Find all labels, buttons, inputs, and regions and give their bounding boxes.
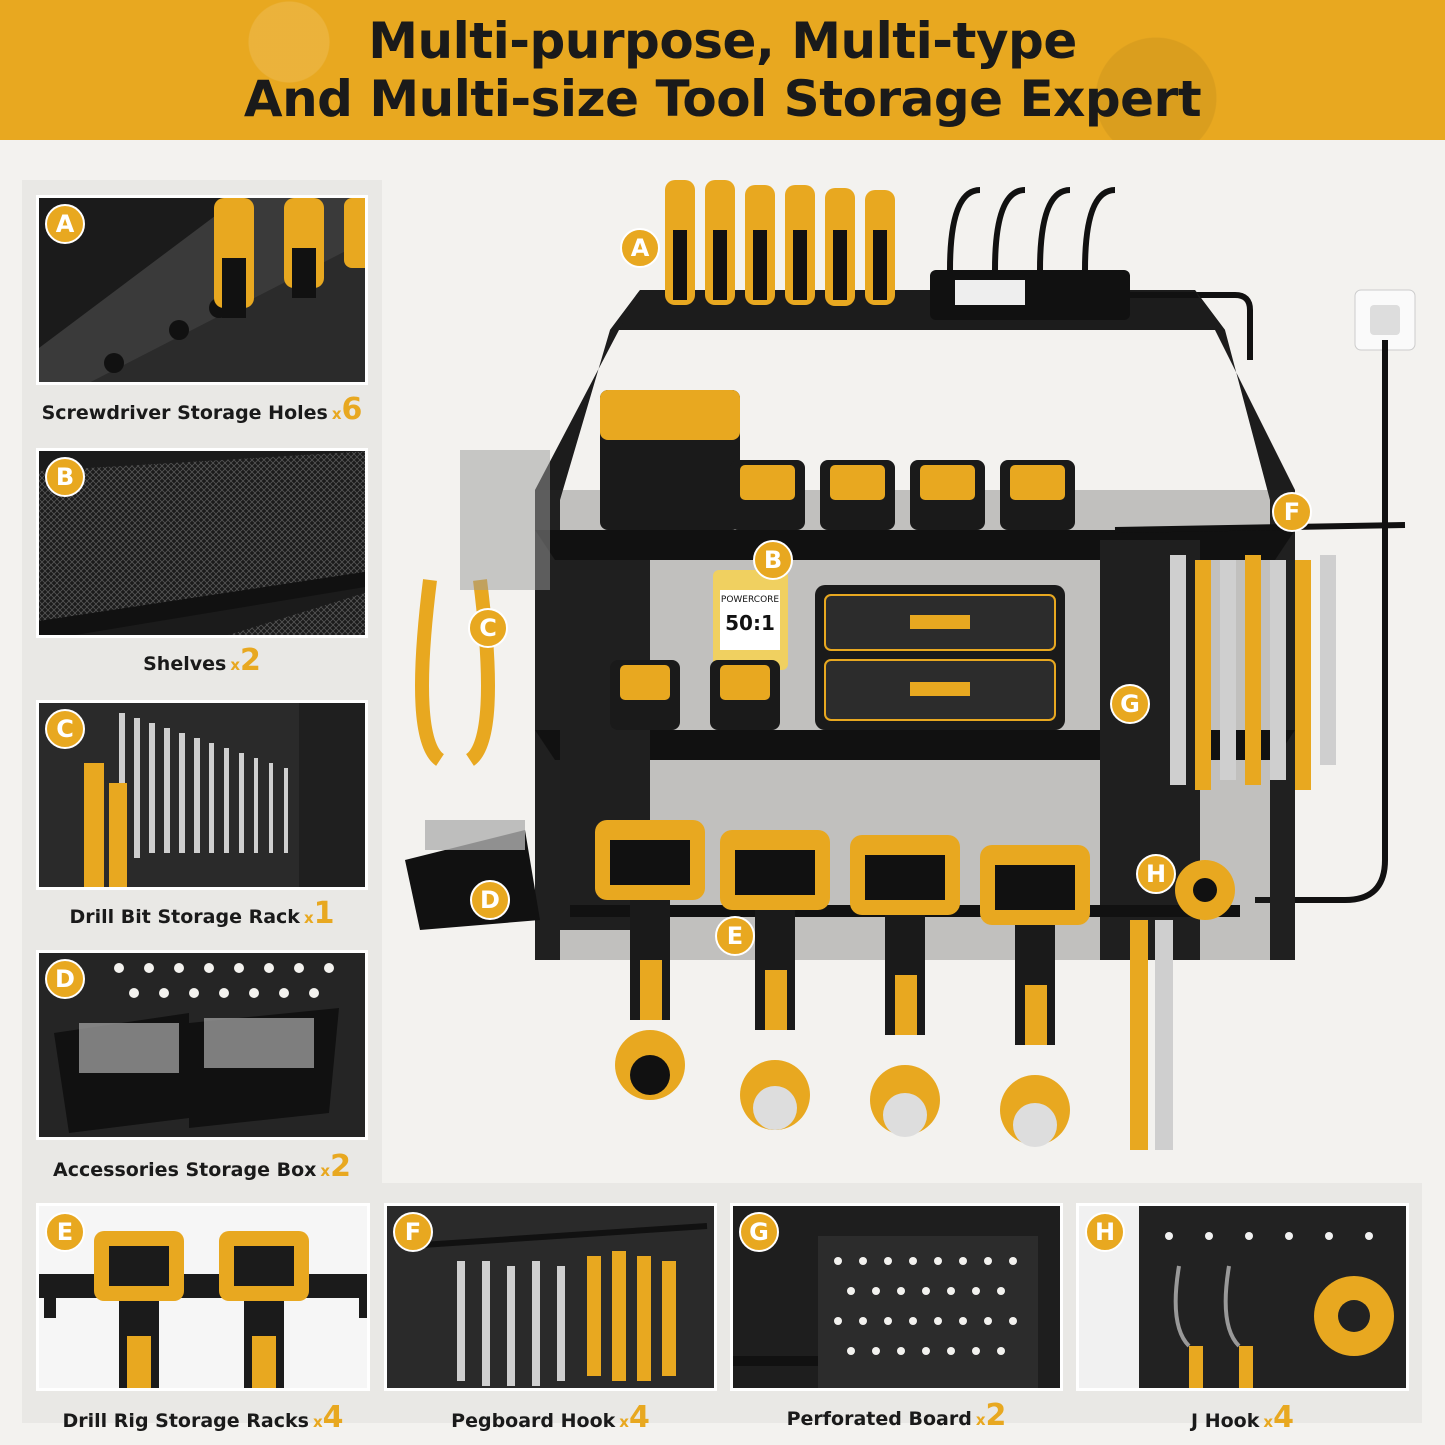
hero-label-h: H [1136, 854, 1176, 894]
hero-label-a: A [620, 228, 660, 268]
feature-tile-b: B [36, 448, 368, 638]
j-hook-image [1079, 1206, 1406, 1388]
feature-tile-e: E [36, 1203, 370, 1391]
hero-label-e: E [715, 916, 755, 956]
badge-c: C [45, 709, 85, 749]
hero-product-image: POWERCORE 50:1 [395, 160, 1425, 1170]
bottle-ratio-text: 50:1 [725, 611, 775, 635]
hero-label-d: D [470, 880, 510, 920]
shelves-image [39, 451, 365, 635]
drill-bit-rack-image [39, 703, 365, 887]
feature-tile-c: C [36, 700, 368, 890]
feature-tile-d: D [36, 950, 368, 1140]
feature-tile-f: F [384, 1203, 717, 1391]
badge-g: G [739, 1212, 779, 1252]
feature-tile-a: A [36, 195, 368, 385]
screwdriver-holes-image [39, 198, 365, 382]
accessories-box-image [39, 953, 365, 1137]
hero-label-b: B [753, 540, 793, 580]
header-banner: Multi-purpose, Multi-type And Multi-size… [0, 0, 1445, 140]
tool-rack-illustration: POWERCORE 50:1 [405, 180, 1416, 1150]
pegboard-hook-image [387, 1206, 714, 1388]
headline-line-1: Multi-purpose, Multi-type [368, 12, 1077, 70]
badge-d: D [45, 959, 85, 999]
feature-tile-g: G [730, 1203, 1063, 1391]
headline-line-2: And Multi-size Tool Storage Expert [243, 70, 1202, 128]
bottle-brand-text: POWERCORE [721, 595, 780, 605]
feature-tile-h: H [1076, 1203, 1409, 1391]
hero-label-g: G [1110, 684, 1150, 724]
hero-label-c: C [468, 608, 508, 648]
badge-h: H [1085, 1212, 1125, 1252]
badge-b: B [45, 457, 85, 497]
drill-rack-image [39, 1231, 367, 1388]
hero-label-f: F [1272, 492, 1312, 532]
badge-a: A [45, 204, 85, 244]
badge-e: E [45, 1212, 85, 1252]
badge-f: F [393, 1212, 433, 1252]
perforated-board-image [733, 1206, 1060, 1388]
